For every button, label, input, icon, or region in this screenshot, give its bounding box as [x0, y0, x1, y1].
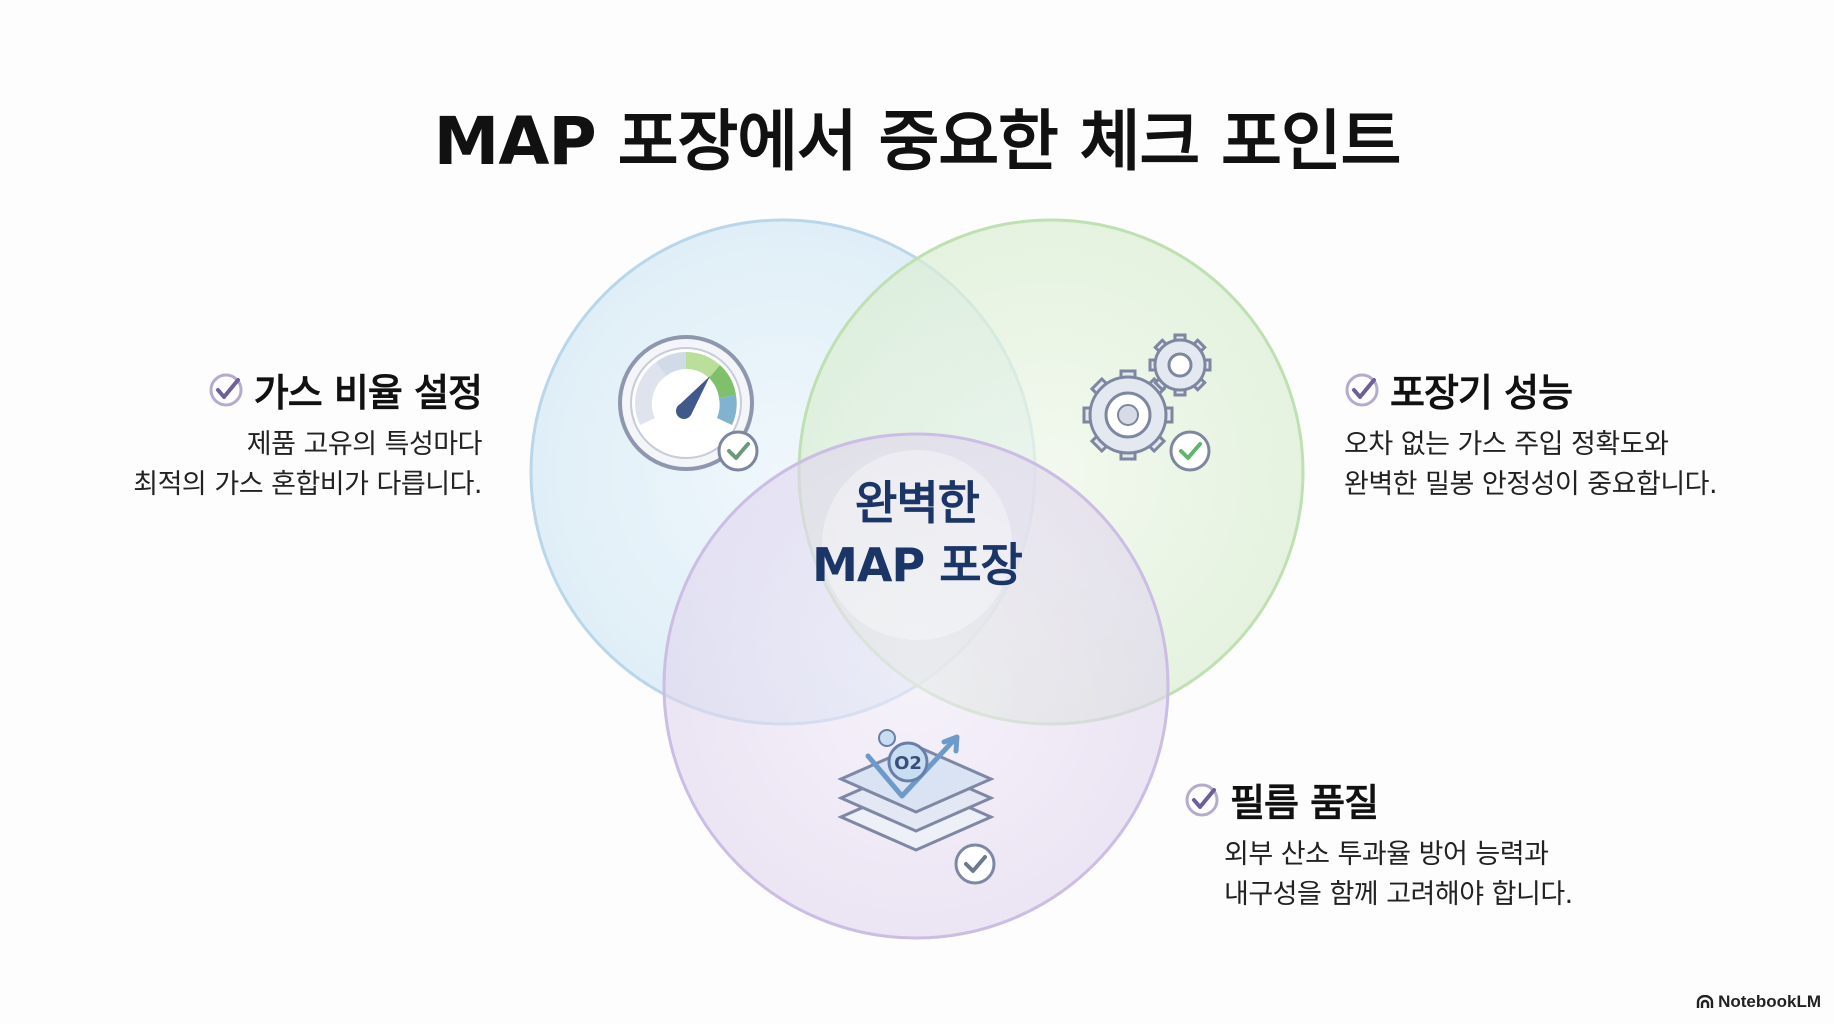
- page-title: MAP 포장에서 중요한 체크 포인트: [433, 103, 1402, 180]
- callout-machine-desc-line2: 완벽한 밀봉 안정성이 중요합니다.: [1344, 469, 1718, 500]
- center-label: 완벽한 MAP 포장: [767, 472, 1067, 596]
- center-label-line2: MAP 포장: [812, 538, 1023, 592]
- callout-gas-ratio-title: 가스 비율 설정: [253, 371, 483, 415]
- callout-film-title: 필름 품질: [1230, 781, 1379, 825]
- callout-machine-desc-line1: 오차 없는 가스 주입 정확도와: [1344, 429, 1669, 460]
- callout-film-desc: 외부 산소 투과율 방어 능력과 내구성을 함께 고려해야 합니다.: [1224, 835, 1573, 915]
- film-layers-icon: O2: [837, 729, 996, 885]
- gauge-icon: [618, 335, 759, 472]
- callout-gas-ratio-desc-line1: 제품 고유의 특성마다: [246, 429, 483, 460]
- callout-gas-ratio-heading: 가스 비율 설정: [60, 362, 483, 417]
- callout-film-desc-line1: 외부 산소 투과율 방어 능력과: [1224, 839, 1549, 870]
- callout-machine-heading: 포장기 성능: [1344, 362, 1717, 417]
- check-icon: [1345, 373, 1379, 406]
- notebooklm-logo: NotebookLM: [1696, 992, 1821, 1012]
- callout-machine-performance: 포장기 성능 오차 없는 가스 주입 정확도와 완벽한 밀봉 안정성이 중요합니…: [1344, 362, 1718, 505]
- callout-film-desc-line2: 내구성을 함께 고려해야 합니다.: [1224, 879, 1573, 910]
- notebooklm-logo-icon: [1696, 995, 1714, 1008]
- callout-film-quality: 필름 품질 외부 산소 투과율 방어 능력과 내구성을 함께 고려해야 합니다.: [1184, 772, 1573, 915]
- venn-center-glow: [822, 450, 1012, 640]
- callout-film-heading: 필름 품질: [1184, 772, 1573, 827]
- gears-icon: [1082, 333, 1212, 472]
- callout-gas-ratio: 가스 비율 설정 제품 고유의 특성마다 최적의 가스 혼합비가 다릅니다.: [60, 362, 483, 505]
- callout-gas-ratio-desc-line2: 최적의 가스 혼합비가 다릅니다.: [133, 469, 482, 500]
- check-icon: [1185, 783, 1219, 816]
- center-label-line1: 완벽한: [855, 476, 980, 530]
- venn-circle-film: [662, 432, 1170, 940]
- callout-gas-ratio-desc: 제품 고유의 특성마다 최적의 가스 혼합비가 다릅니다.: [60, 425, 482, 505]
- callout-machine-title: 포장기 성능: [1390, 371, 1573, 415]
- oxygen-label: O2: [894, 753, 922, 774]
- notebooklm-logo-text: NotebookLM: [1718, 992, 1821, 1011]
- check-icon: [209, 373, 243, 406]
- callout-machine-desc: 오차 없는 가스 주입 정확도와 완벽한 밀봉 안정성이 중요합니다.: [1344, 425, 1718, 505]
